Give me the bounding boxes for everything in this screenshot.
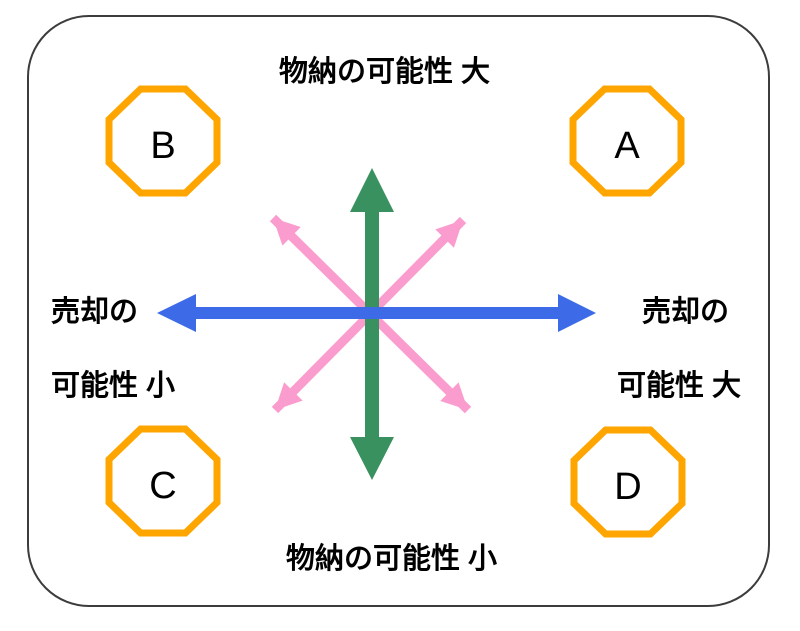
octagon-b: B	[105, 85, 221, 197]
axis-label-bottom: 物納の可能性 小	[286, 543, 498, 575]
axis-label-right-line2: 可能性 大	[617, 370, 742, 402]
octagon-a-label: A	[614, 124, 640, 167]
octagon-shape-icon	[569, 85, 685, 197]
octagon-d: D	[570, 426, 686, 538]
octagon-shape-icon	[570, 426, 686, 538]
vertical-axis-arrow	[350, 168, 394, 480]
axis-label-left-line2: 可能性 小	[51, 370, 176, 402]
axis-label-right-line1: 売却の	[642, 296, 730, 328]
octagon-b-label: B	[150, 124, 176, 167]
octagon-a: A	[569, 85, 685, 197]
diagram-frame	[27, 15, 770, 607]
octagon-d-label: D	[614, 465, 642, 508]
octagon-shape-icon	[105, 425, 221, 537]
octagon-c: C	[105, 425, 221, 537]
axis-label-top: 物納の可能性 大	[279, 56, 491, 88]
octagon-shape-icon	[105, 85, 221, 197]
axis-label-left-line1: 売却の	[51, 296, 139, 328]
horizontal-axis-arrow	[157, 294, 596, 332]
octagon-c-label: C	[149, 464, 177, 507]
